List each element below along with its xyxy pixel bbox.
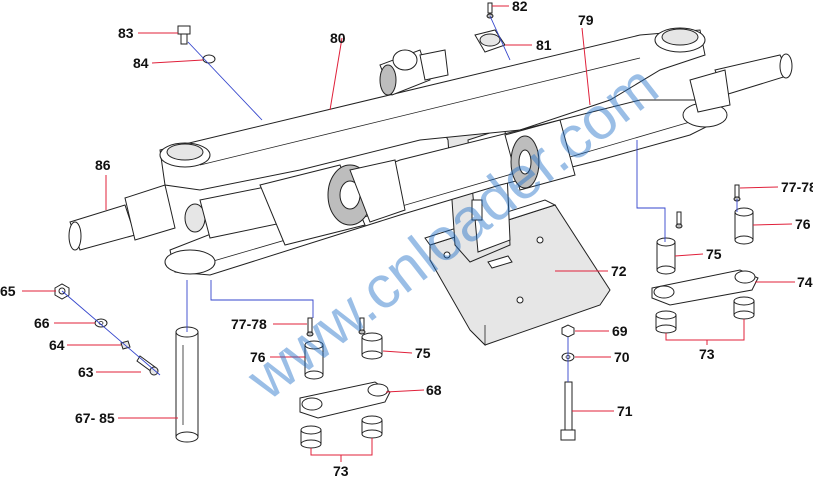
link-set-right — [651, 184, 759, 334]
label-71: 71 — [617, 403, 633, 419]
label-75-left: 75 — [415, 345, 431, 361]
pin-67-85 — [175, 326, 199, 443]
label-76-left: 76 — [250, 349, 266, 365]
pin-assembly-81 — [379, 29, 506, 96]
label-66: 66 — [34, 315, 50, 331]
nut-69 — [561, 324, 575, 338]
label-77-78-right: 77-78 — [781, 179, 813, 195]
label-72: 72 — [611, 263, 627, 279]
label-74: 74 — [797, 274, 813, 290]
bolt-63 — [136, 355, 159, 376]
label-64: 64 — [49, 337, 65, 353]
label-75-right: 75 — [706, 246, 722, 262]
label-73-right: 73 — [699, 346, 715, 362]
label-68: 68 — [426, 382, 442, 398]
label-77-78-left: 77-78 — [231, 316, 267, 332]
left-cylinder — [259, 159, 406, 246]
label-80: 80 — [330, 30, 346, 46]
bolt-83 — [177, 25, 191, 45]
label-70: 70 — [614, 349, 630, 365]
label-69: 69 — [612, 323, 628, 339]
leader-lines — [22, 5, 795, 462]
label-79: 79 — [578, 12, 594, 28]
washer-84 — [202, 54, 216, 64]
washer-66 — [94, 318, 108, 328]
label-81: 81 — [536, 37, 552, 53]
assembly-guides — [61, 15, 738, 382]
link-set-left — [299, 317, 391, 449]
label-76-right: 76 — [795, 216, 811, 232]
label-82: 82 — [512, 0, 528, 14]
label-84: 84 — [133, 55, 149, 71]
label-63: 63 — [78, 364, 94, 380]
label-65: 65 — [0, 283, 16, 299]
bolt-71 — [560, 381, 576, 441]
screw-82 — [486, 2, 494, 19]
label-86: 86 — [95, 157, 111, 173]
axle-shaft-right — [689, 53, 793, 113]
label-73-left: 73 — [333, 463, 349, 479]
label-83: 83 — [118, 25, 134, 41]
label-67-85: 67- 85 — [75, 410, 115, 426]
right-cylinder — [504, 119, 576, 191]
